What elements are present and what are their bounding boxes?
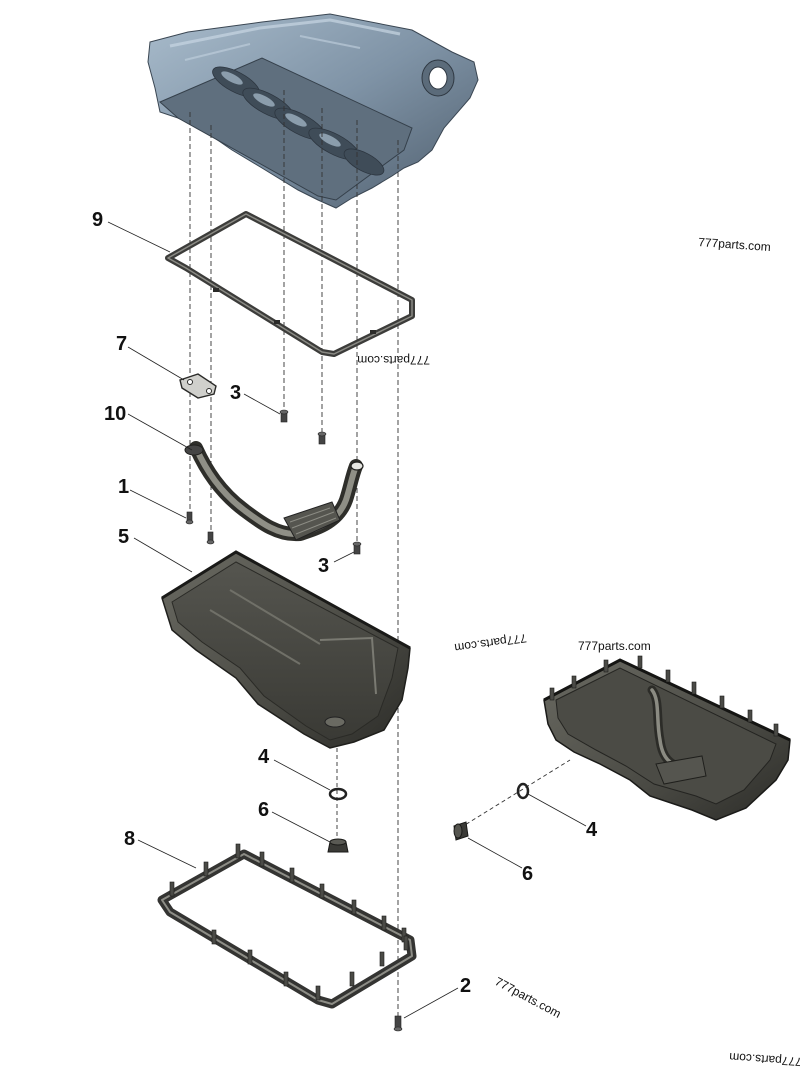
- watermark-4: 777parts.com: [578, 639, 651, 653]
- watermarks: 777parts.com 777parts.com 777parts.com 7…: [357, 235, 800, 1067]
- watermark-3: 777parts.com: [454, 631, 528, 655]
- lower-oil-pan-gasket: [157, 843, 417, 1009]
- callout-3-lower: 3: [318, 555, 329, 577]
- bolt-upper-1: [279, 409, 289, 423]
- stud: [211, 929, 217, 945]
- stud: [719, 695, 725, 709]
- callout-1: 1: [118, 476, 129, 498]
- oil-pickup-tube: [184, 441, 364, 542]
- callout-4-detail: 4: [586, 819, 598, 841]
- bolt-upper-2: [317, 431, 327, 445]
- gasket-studs: [169, 843, 409, 1001]
- bolt-pickup-3: [352, 541, 362, 555]
- oil-pan-upper: [161, 550, 411, 749]
- watermark-2: 777parts.com: [357, 353, 430, 367]
- stud: [283, 971, 289, 987]
- stud: [259, 851, 265, 867]
- callout-10: 10: [104, 403, 126, 425]
- stud: [603, 659, 609, 673]
- stud: [379, 951, 385, 967]
- callout-9: 9: [92, 209, 103, 231]
- leader-lines: [107, 221, 587, 1019]
- callout-5: 5: [118, 526, 129, 548]
- bolt-pickup-1: [185, 511, 194, 525]
- stud: [773, 723, 779, 737]
- oil-drain-plug: [327, 838, 349, 853]
- oil-pan-assembled-view: [543, 655, 791, 821]
- stud: [169, 881, 175, 897]
- stud: [665, 669, 671, 683]
- stud: [637, 655, 643, 669]
- stud: [349, 971, 355, 987]
- watermark-6: 777parts.com: [729, 1050, 800, 1067]
- stud: [571, 675, 577, 689]
- watermark-1: 777parts.com: [698, 235, 772, 254]
- long-bolt: [393, 1015, 403, 1032]
- assembly-guide-lines: [189, 90, 571, 1018]
- stud: [203, 861, 209, 877]
- callout-labels: 9 7 3 10 1 5 3 4 6 8 4 6 2: [92, 209, 598, 997]
- oil-drain-plug-detail: [453, 821, 469, 841]
- pickup-tube-gasket: [179, 373, 217, 399]
- stud: [235, 843, 241, 859]
- watermark-5: 777parts.com: [493, 974, 564, 1020]
- stud: [403, 935, 409, 951]
- stud: [381, 915, 387, 931]
- callout-6-detail: 6: [522, 863, 533, 885]
- stud: [319, 883, 325, 899]
- stud: [351, 899, 357, 915]
- stud: [247, 949, 253, 965]
- callout-2: 2: [460, 975, 471, 997]
- callout-3-upper: 3: [230, 382, 241, 404]
- bolt-pickup-2: [206, 531, 215, 545]
- upper-oil-pan-gasket: [165, 211, 415, 357]
- stud: [549, 687, 555, 701]
- stud: [315, 985, 321, 1001]
- stud: [289, 867, 295, 883]
- stud: [691, 681, 697, 695]
- oil-drain-seal-ring: [328, 787, 348, 801]
- assembled-pan-studs: [549, 655, 779, 737]
- callout-4: 4: [258, 746, 270, 768]
- engine-block: [147, 13, 479, 209]
- oil-drain-seal-ring-detail: [516, 782, 530, 800]
- callout-7: 7: [116, 333, 127, 355]
- callout-6: 6: [258, 799, 269, 821]
- callout-8: 8: [124, 828, 135, 850]
- stud: [747, 709, 753, 723]
